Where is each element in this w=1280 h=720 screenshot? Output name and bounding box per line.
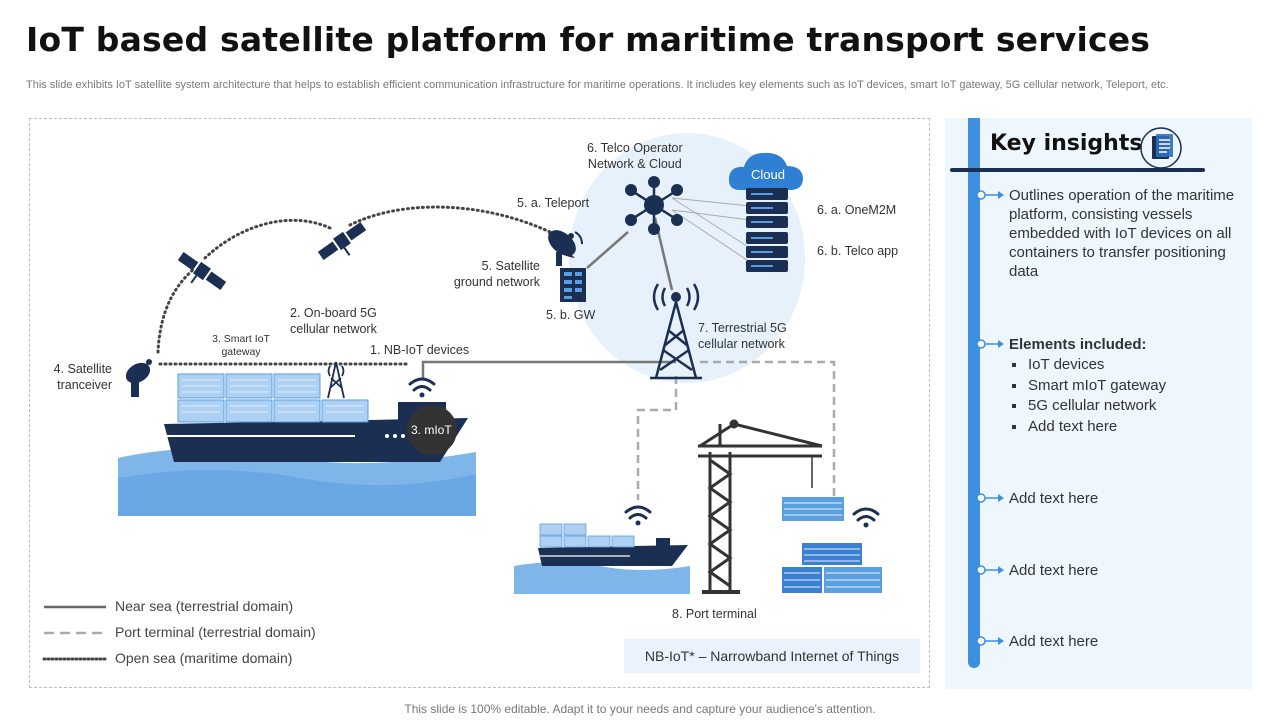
label-terrestrial: 7. Terrestrial 5G cellular network — [698, 321, 787, 351]
onboard-tower-icon — [327, 361, 345, 399]
label-onboard: 2. On-board 5G cellular network — [290, 306, 377, 336]
port-link-2 — [700, 360, 836, 498]
arrow-right-icon — [976, 493, 1004, 503]
gw-telco-link — [586, 231, 629, 269]
list-item: Smart mIoT gateway — [1009, 376, 1166, 397]
arrow-right-icon — [976, 339, 1004, 349]
insight-text: Outlines operation of the maritime platf… — [1009, 187, 1235, 280]
legend-item: Port terminal (terrestrial domain) — [44, 624, 364, 644]
architecture-diagram — [42, 133, 882, 661]
cell-tower-icon — [650, 283, 702, 380]
open-sea-link-1 — [156, 266, 197, 354]
insight-text: Add text here — [1009, 490, 1099, 507]
arrow-right-icon — [976, 565, 1004, 575]
wifi-icon-port-containers — [852, 507, 880, 528]
nbiot-note: NB-IoT* – Narrowband Internet of Things — [624, 639, 920, 673]
label-satellite-tranceiver: 4. Satellite tranceiver — [53, 362, 112, 392]
cargo-ship-small — [514, 523, 690, 594]
miot-badge — [407, 405, 457, 455]
legend-label: Open sea (maritime domain) — [115, 650, 293, 666]
legend-label: Port terminal (terrestrial domain) — [115, 624, 316, 640]
legend-item: Open sea (maritime domain) — [44, 650, 364, 670]
list-item: 5G cellular network — [1009, 396, 1166, 417]
label-telco-app: 6. b. Telco app — [817, 244, 899, 258]
satellite-tranceiver-icon — [125, 359, 152, 397]
label-telco: 6. Telco Operator Network & Cloud — [587, 141, 683, 171]
label-gw: 5. b. GW — [546, 308, 596, 322]
network-node-icon — [625, 176, 683, 235]
cloud-icon — [728, 152, 803, 190]
insight-text: Add text here — [1009, 562, 1099, 579]
label-nbiot-devices: 1. NB-IoT devices — [370, 343, 470, 357]
page-title: IoT based satellite platform for maritim… — [26, 20, 1151, 59]
page-subtitle: This slide exhibits IoT satellite system… — [26, 79, 1169, 91]
legend-label: Near sea (terrestrial domain) — [115, 598, 294, 614]
satellite-icon-1 — [177, 251, 227, 291]
arrow-right-icon — [976, 636, 1004, 646]
label-onem2m: 6. a. OneM2M — [817, 203, 897, 217]
near-sea-link — [421, 360, 676, 378]
wifi-icon-port-ship — [624, 505, 652, 526]
open-sea-link-3 — [348, 205, 552, 234]
label-miot: 3. mIoT — [411, 423, 452, 437]
insight-bullets: IoT devices Smart mIoT gateway 5G cellul… — [1009, 355, 1166, 437]
teleport-dish-icon — [548, 230, 583, 266]
insight-text: Add text here — [1009, 633, 1099, 650]
insights-title: Key insights — [990, 131, 1143, 156]
label-smart-gateway: 3. Smart IoT gateway — [212, 333, 270, 358]
insight-heading: Elements included: — [1009, 336, 1147, 353]
cargo-ship-large — [164, 373, 468, 462]
arrow-right-icon — [976, 190, 1004, 200]
label-port-terminal: 8. Port terminal — [672, 607, 757, 621]
footer-note: This slide is 100% editable. Adapt it to… — [404, 702, 876, 716]
document-icon — [1140, 127, 1182, 169]
port-containers — [782, 497, 882, 593]
diagram-frame — [29, 118, 930, 688]
server-icon-onem2m — [746, 188, 788, 228]
label-teleport: 5. a. Teleport — [517, 196, 590, 210]
label-cloud: Cloud — [751, 167, 785, 182]
insights-panel — [945, 118, 1252, 689]
gateway-rack-icon — [560, 268, 586, 302]
wifi-icon-ship — [408, 377, 436, 398]
insights-underline — [950, 168, 1205, 172]
label-satellite-ground: 5. Satellite ground network — [453, 259, 540, 289]
satellite-icon-2 — [317, 221, 367, 261]
port-crane-icon — [698, 419, 823, 594]
open-sea-link-2 — [203, 218, 332, 260]
port-link-1 — [636, 376, 678, 500]
legend-item: Near sea (terrestrial domain) — [44, 598, 364, 618]
server-icon-telco-app — [746, 232, 788, 272]
list-item: IoT devices — [1009, 355, 1166, 376]
insights-rail — [968, 118, 980, 668]
list-item: Add text here — [1009, 417, 1166, 438]
